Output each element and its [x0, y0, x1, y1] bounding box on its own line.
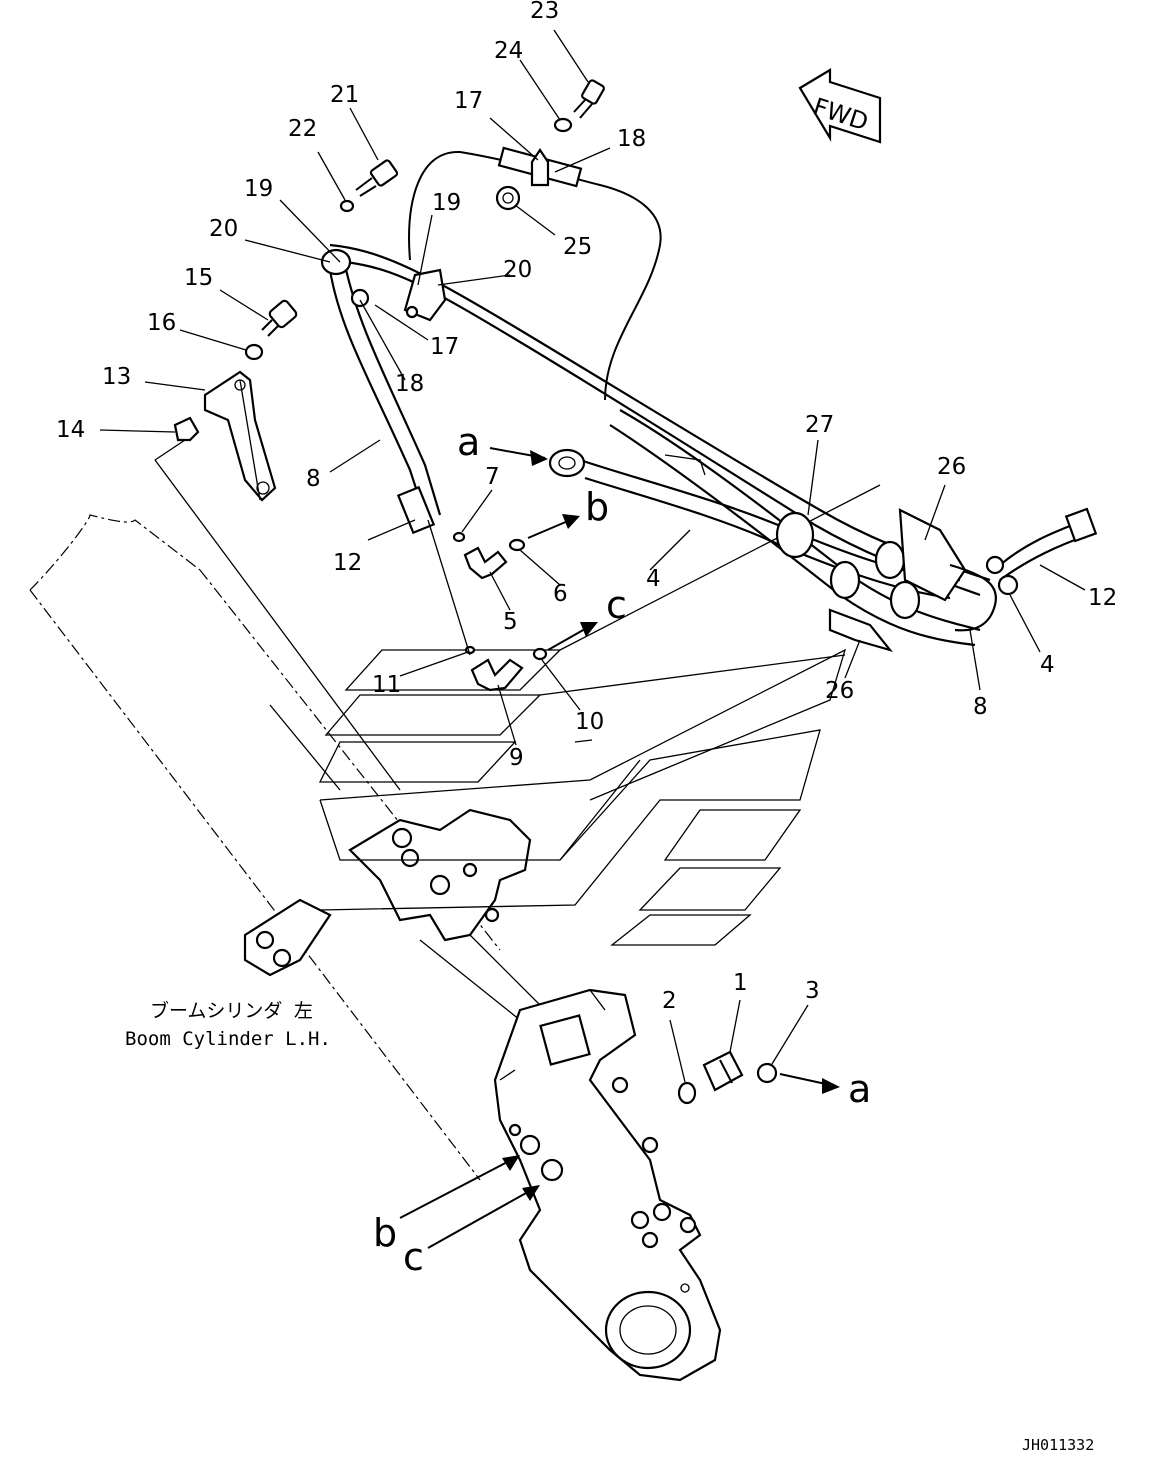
label-19-right: 19 [432, 190, 461, 216]
label-3: 3 [805, 978, 820, 1004]
label-26-top: 26 [937, 454, 966, 480]
label-25: 25 [563, 234, 592, 260]
label-15: 15 [184, 265, 213, 291]
rear-hose-outline [408, 150, 662, 401]
upper-hose-end [548, 448, 586, 478]
label-18-top: 18 [617, 126, 646, 152]
label-18-mid: 18 [395, 371, 424, 397]
label-22: 22 [288, 116, 317, 142]
letter-b-top: b [585, 485, 609, 529]
letter-a-top: a [457, 420, 480, 464]
drawing-code: JH011332 [1022, 1436, 1094, 1454]
label-6: 6 [553, 581, 568, 607]
label-14: 14 [56, 417, 85, 443]
letter-a-bottom: a [848, 1067, 871, 1111]
label-9: 9 [509, 745, 524, 771]
label-21: 21 [330, 82, 359, 108]
letter-c-bottom: c [403, 1235, 424, 1279]
right-clamps [775, 507, 1098, 653]
label-11: 11 [372, 672, 401, 698]
connection-arrows [399, 447, 840, 1249]
center-clamp [350, 146, 583, 322]
label-27: 27 [805, 412, 834, 438]
label-24: 24 [494, 38, 523, 64]
part-labels: 23 24 17 18 25 21 22 19 19 20 20 17 18 1… [56, 0, 1117, 1014]
hatched-blocks [318, 484, 881, 946]
cylinder-mid-bracket [243, 808, 532, 977]
connection-labels: a a b b c c [373, 420, 871, 1279]
leader-lines [99, 29, 1086, 1083]
hose-8 [320, 248, 442, 535]
label-23: 23 [530, 0, 559, 24]
label-16: 16 [147, 310, 176, 336]
caption-en: Boom Cylinder L.H. [125, 1028, 331, 1050]
label-5: 5 [503, 609, 518, 635]
label-19-left: 19 [244, 176, 273, 202]
label-2: 2 [662, 988, 677, 1014]
fasteners [173, 79, 778, 1105]
caption-jp: ブームシリンダ 左 [150, 999, 313, 1022]
fwd-arrow-marker: FWD [798, 68, 882, 144]
label-10: 10 [575, 709, 604, 735]
label-20-left: 20 [209, 216, 238, 242]
letter-c-top: c [606, 583, 627, 627]
letter-b-bottom: b [373, 1211, 397, 1255]
label-12-right: 12 [1088, 585, 1117, 611]
boom-cylinder-outline [29, 514, 546, 1181]
label-4-right: 4 [1040, 652, 1055, 678]
cylinder-head [493, 988, 722, 1382]
label-4-mid: 4 [646, 566, 661, 592]
label-17-mid: 17 [430, 334, 459, 360]
caption: ブームシリンダ 左 Boom Cylinder L.H. [125, 999, 331, 1050]
label-17-top: 17 [454, 88, 483, 114]
label-26-bottom: 26 [825, 678, 854, 704]
label-7: 7 [485, 464, 500, 490]
label-13: 13 [102, 364, 131, 390]
label-8-right: 8 [973, 694, 988, 720]
label-8-left: 8 [306, 466, 321, 492]
label-20-right: 20 [503, 257, 532, 283]
label-1: 1 [733, 970, 748, 996]
label-12-left: 12 [333, 550, 362, 576]
